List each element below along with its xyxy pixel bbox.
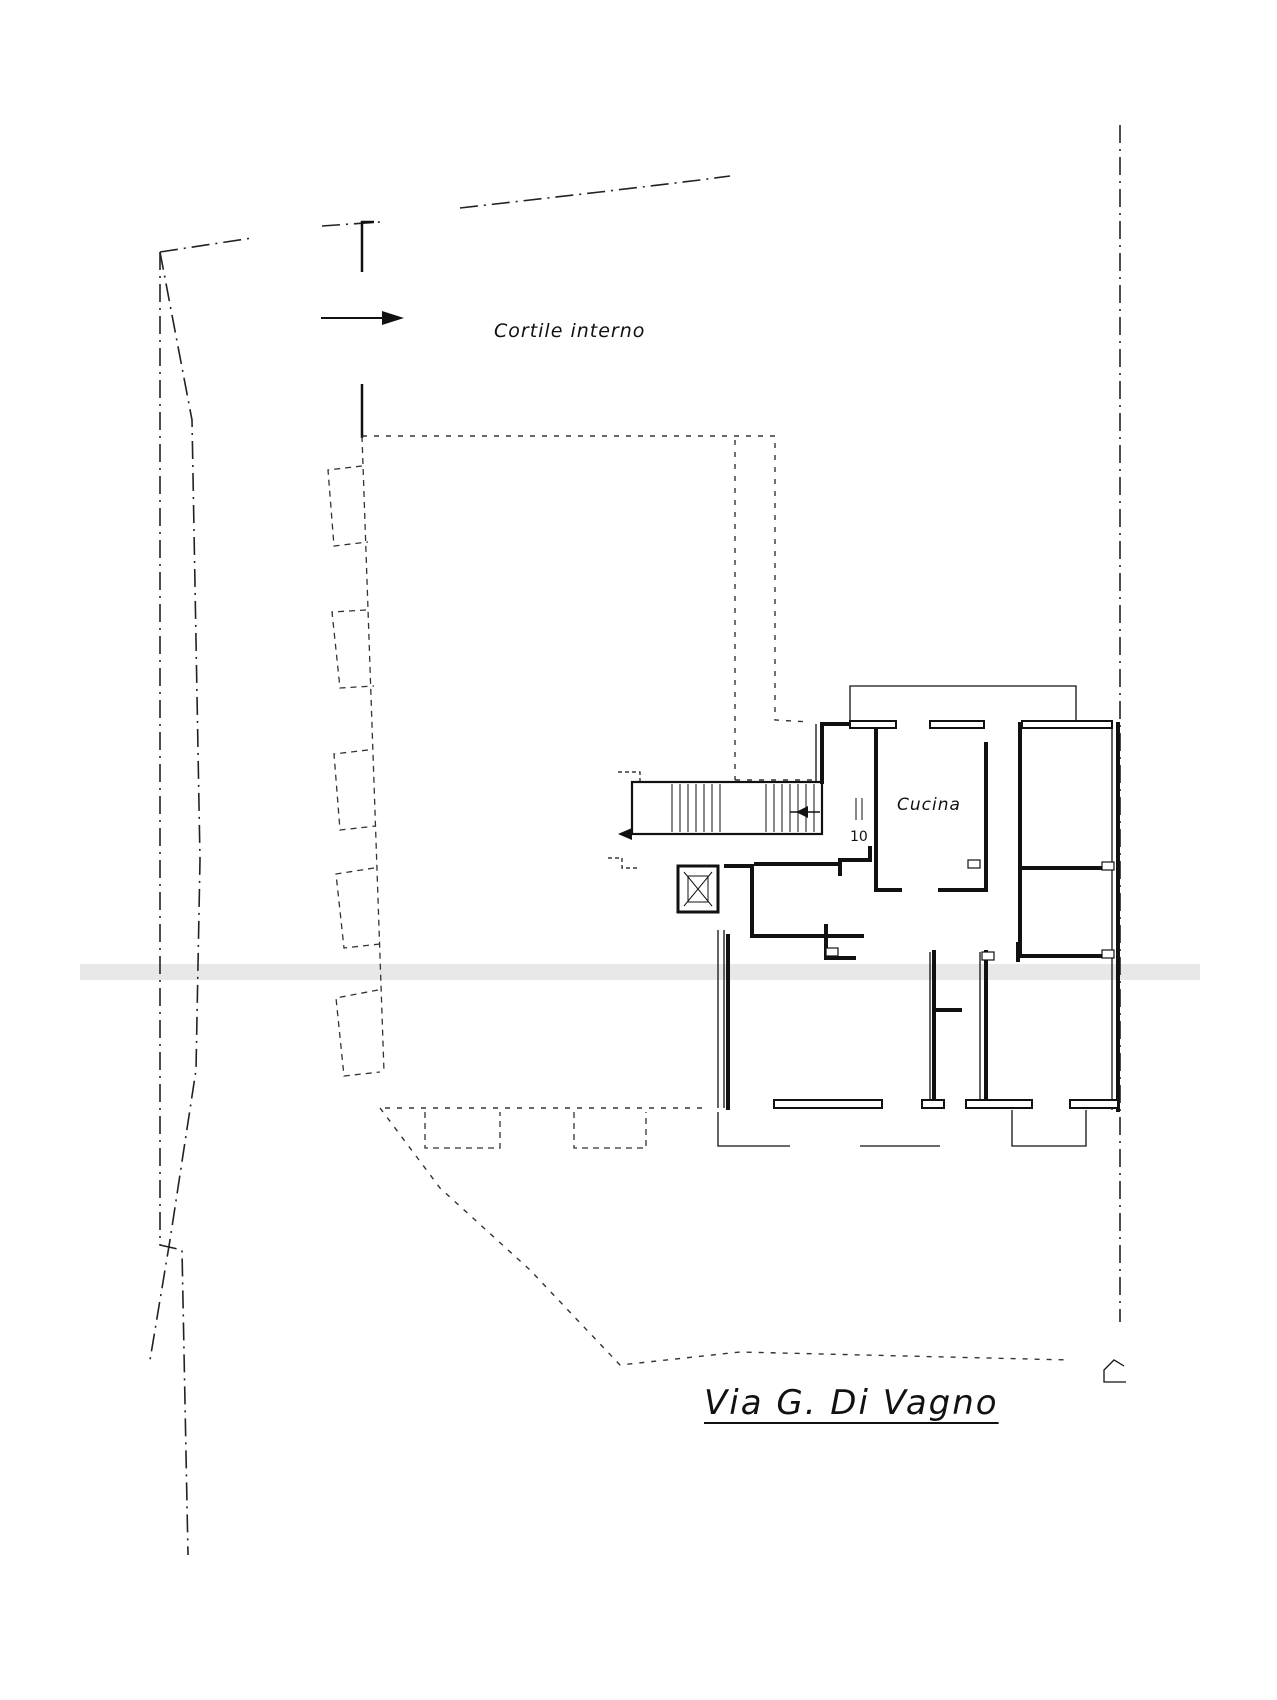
street-label: Via G. Di Vagno xyxy=(704,1383,999,1423)
bay-windows xyxy=(327,435,647,1149)
elevator xyxy=(676,864,720,914)
staircase xyxy=(608,771,863,869)
kitchen-label: Cucina xyxy=(897,795,961,815)
door-jambs xyxy=(825,859,1115,961)
apartment-wall-outlines xyxy=(717,724,1113,1110)
apartment-walls xyxy=(724,720,1120,1112)
courtyard-boundary xyxy=(362,435,1071,1366)
lot-boundary xyxy=(149,125,1121,1556)
paper-fold xyxy=(80,964,1200,980)
window-sills xyxy=(773,720,1119,1109)
entrance-arrow xyxy=(321,311,404,325)
courtyard-label: Cortile interno xyxy=(494,320,646,342)
street-entrance-marker xyxy=(1103,1359,1126,1383)
balconies xyxy=(717,685,1087,1147)
stair-step-number: 10 xyxy=(850,829,868,845)
courtyard-entrance-wall xyxy=(360,220,374,438)
